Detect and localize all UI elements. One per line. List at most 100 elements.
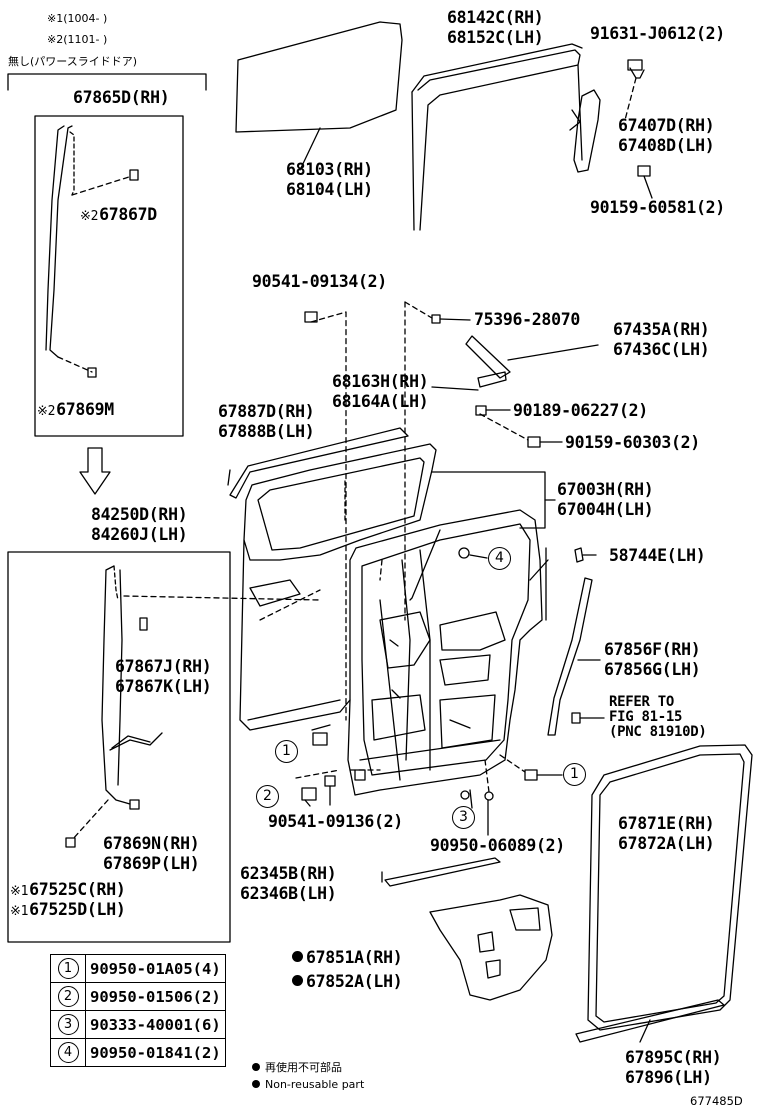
label-67435a: 67435A(RH) bbox=[613, 320, 710, 339]
key-part: 90950-01A05(4) bbox=[85, 954, 226, 983]
label-67525c: ※167525C(RH) bbox=[10, 880, 126, 901]
legend-jp: 再使用不可部品 bbox=[252, 1061, 342, 1075]
label-90159-60581: 90159-60581(2) bbox=[590, 198, 725, 217]
label-67872a: 67872A(LH) bbox=[618, 834, 715, 853]
label-58744e: 58744E(LH) bbox=[609, 546, 706, 565]
key-num: 1 bbox=[57, 958, 79, 979]
division-bar bbox=[569, 59, 653, 199]
label-67869p: 67869P(LH) bbox=[103, 854, 200, 873]
label-67869n: 67869N(RH) bbox=[103, 834, 200, 853]
label-67867d-text: 67867D bbox=[99, 205, 157, 224]
label-67004h: 67004H(LH) bbox=[557, 500, 654, 519]
callout-1-right: 1 bbox=[563, 763, 586, 786]
label-90159-60303: 90159-60303(2) bbox=[565, 433, 700, 452]
legend-dot bbox=[252, 1080, 260, 1088]
clip-75396 bbox=[431, 314, 441, 324]
variant-box-upper bbox=[34, 115, 184, 437]
harness-67865d bbox=[45, 125, 139, 378]
legend-en: Non-reusable part bbox=[252, 1078, 364, 1092]
figure-code: 677485D bbox=[690, 1094, 743, 1108]
label-refer-1: REFER TO bbox=[609, 694, 675, 710]
variant-box-lower bbox=[7, 551, 231, 943]
label-67852a: 67852A(LH) bbox=[292, 972, 403, 991]
label-67888b: 67888B(LH) bbox=[218, 422, 315, 441]
label-67867d: ※267867D bbox=[80, 205, 157, 226]
label-68142c: 68142C(RH) bbox=[447, 8, 544, 27]
guide-67435a bbox=[465, 335, 511, 379]
mark-2: ※2 bbox=[80, 209, 99, 224]
label-67865d: 67865D(RH) bbox=[73, 88, 170, 107]
screw-90189 bbox=[475, 405, 487, 416]
label-68163h: 68163H(RH) bbox=[332, 372, 429, 391]
mark-2: ※2 bbox=[37, 404, 56, 419]
label-67436c: 67436C(LH) bbox=[613, 340, 710, 359]
seal-67856f bbox=[547, 577, 593, 736]
label-refer-2: FIG 81-15 bbox=[609, 709, 683, 725]
label-67852a-text: 67852A(LH) bbox=[306, 972, 403, 991]
key-part: 90333-40001(6) bbox=[85, 1010, 226, 1039]
label-90541-09136: 90541-09136(2) bbox=[268, 812, 403, 831]
scuff-62345b bbox=[384, 857, 501, 887]
label-67525d: ※167525D(LH) bbox=[10, 900, 126, 921]
clip-90541-09136 bbox=[324, 775, 336, 787]
label-67408d: 67408D(LH) bbox=[618, 136, 715, 155]
key-num-cell: 1 bbox=[50, 954, 86, 983]
run-channel bbox=[411, 43, 583, 231]
label-67867k: 67867K(LH) bbox=[115, 677, 212, 696]
fastener-key-table: 1 90950-01A05(4) 2 90950-01506(2) 3 9033… bbox=[50, 954, 226, 1067]
clip-2 bbox=[301, 787, 317, 801]
label-68103: 68103(RH) bbox=[286, 160, 373, 179]
label-67525c-text: 67525C(RH) bbox=[29, 880, 126, 899]
label-67895c: 67895C(RH) bbox=[625, 1048, 722, 1067]
weatherstrip-67887d bbox=[229, 427, 409, 499]
key-num: 3 bbox=[57, 1014, 79, 1035]
label-67856f: 67856F(RH) bbox=[604, 640, 701, 659]
down-arrow bbox=[79, 447, 111, 495]
mark-1: ※1 bbox=[10, 884, 29, 899]
label-67525d-text: 67525D(LH) bbox=[29, 900, 126, 919]
callout-4: 4 bbox=[488, 547, 511, 570]
label-90541-09134: 90541-09134(2) bbox=[252, 272, 387, 291]
stopper-68163h bbox=[477, 371, 507, 388]
label-67856g: 67856G(LH) bbox=[604, 660, 701, 679]
label-75396: 75396-28070 bbox=[474, 310, 580, 329]
note-mark-1: ※1(1004- ) bbox=[47, 12, 108, 25]
note-mark-2: ※2(1101- ) bbox=[47, 33, 108, 46]
label-67851a: 67851A(RH) bbox=[292, 948, 403, 967]
label-67871e: 67871E(RH) bbox=[618, 814, 715, 833]
clip-1-right bbox=[524, 769, 538, 781]
legend-dot bbox=[252, 1063, 260, 1071]
service-hole-cover bbox=[429, 894, 553, 1001]
label-67896: 67896(LH) bbox=[625, 1068, 712, 1087]
clip-4 bbox=[458, 547, 470, 559]
key-num-cell: 4 bbox=[50, 1038, 86, 1067]
callout-3: 3 bbox=[452, 806, 475, 829]
screw-90159-60303 bbox=[527, 436, 541, 448]
label-67867j: 67867J(RH) bbox=[115, 657, 212, 676]
label-84250d: 84250D(RH) bbox=[91, 505, 188, 524]
seal-58744e bbox=[574, 547, 584, 563]
clip-1-left bbox=[312, 732, 328, 746]
label-90189: 90189-06227(2) bbox=[513, 401, 648, 420]
label-67869m-text: 67869M bbox=[56, 400, 114, 419]
key-row: 3 90333-40001(6) bbox=[50, 1010, 226, 1039]
door-glass bbox=[235, 21, 403, 133]
callout-1-left: 1 bbox=[275, 740, 298, 763]
label-refer-3: (PNC 81910D) bbox=[609, 724, 707, 740]
non-reusable-dot bbox=[292, 975, 303, 986]
label-67407d: 67407D(RH) bbox=[618, 116, 715, 135]
note-bracket bbox=[7, 73, 207, 91]
harness-84250d bbox=[65, 565, 321, 848]
door-frame-67003h bbox=[347, 509, 549, 796]
key-num-cell: 3 bbox=[50, 1010, 86, 1039]
label-68164a: 68164A(LH) bbox=[332, 392, 429, 411]
label-68152c: 68152C(LH) bbox=[447, 28, 544, 47]
label-90950-06089: 90950-06089(2) bbox=[430, 836, 565, 855]
key-row: 4 90950-01841(2) bbox=[50, 1038, 226, 1067]
refer-clip bbox=[571, 712, 581, 724]
key-row: 1 90950-01A05(4) bbox=[50, 954, 226, 983]
clip-3 bbox=[460, 790, 470, 800]
scuff-67895c bbox=[575, 999, 725, 1043]
